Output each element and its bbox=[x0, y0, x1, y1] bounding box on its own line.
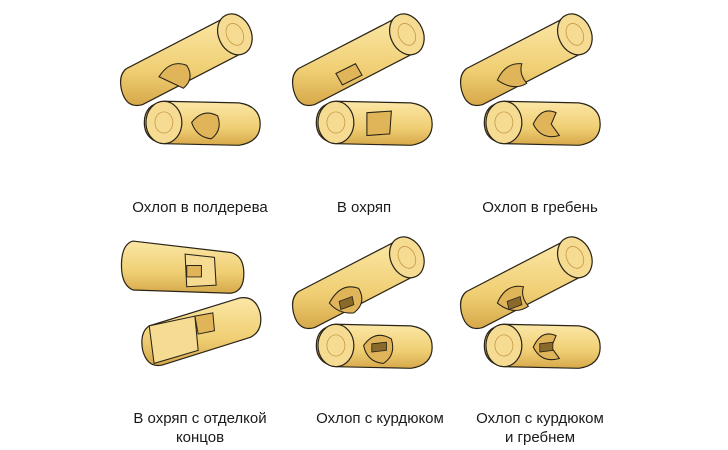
caption-line-2: концов bbox=[175, 429, 225, 446]
okhryap-end-finish-illustration bbox=[120, 240, 262, 367]
caption-line-1: Охлоп с курдюком bbox=[476, 410, 604, 427]
upper-log bbox=[291, 236, 425, 330]
upper-log bbox=[459, 236, 593, 330]
caption-half-log-notch: Охлоп в полдерева bbox=[100, 198, 300, 217]
caption-okhryap-end-finish: В охряп с отделкой концов bbox=[100, 409, 300, 447]
notch-with-ridge-illustration bbox=[459, 13, 601, 146]
lower-log bbox=[315, 100, 433, 146]
caption-okhryap: В охряп bbox=[264, 198, 464, 217]
upper-log bbox=[119, 13, 253, 107]
notch-with-kurdyuk-illustration bbox=[291, 236, 433, 369]
lower-log bbox=[483, 100, 601, 146]
upper-log bbox=[291, 13, 425, 107]
lower-log-squared-end bbox=[141, 297, 262, 367]
lower-log bbox=[143, 100, 261, 146]
upper-log bbox=[459, 13, 593, 107]
lower-log bbox=[315, 323, 433, 369]
caption-text: Охлоп в гребень bbox=[482, 199, 598, 216]
lower-log bbox=[483, 323, 601, 369]
caption-text: Охлоп с курдюком bbox=[316, 410, 444, 427]
caption-line-1: В охряп с отделкой bbox=[133, 410, 267, 427]
caption-notch-with-kurdyuk: Охлоп с курдюком bbox=[280, 409, 480, 428]
okhryap-illustration bbox=[291, 13, 433, 146]
caption-notch-with-kurdyuk-ridge: Охлоп с курдюком и гребнем bbox=[440, 409, 640, 447]
upper-log-squared-end bbox=[120, 240, 245, 294]
half-log-notch-illustration bbox=[119, 13, 261, 146]
caption-text: Охлоп в полдерева bbox=[132, 199, 268, 216]
caption-line-2: и гребнем bbox=[504, 429, 576, 446]
caption-text: В охряп bbox=[336, 199, 392, 216]
caption-notch-with-ridge: Охлоп в гребень bbox=[440, 198, 640, 217]
notch-with-kurdyuk-ridge-illustration bbox=[459, 236, 601, 369]
